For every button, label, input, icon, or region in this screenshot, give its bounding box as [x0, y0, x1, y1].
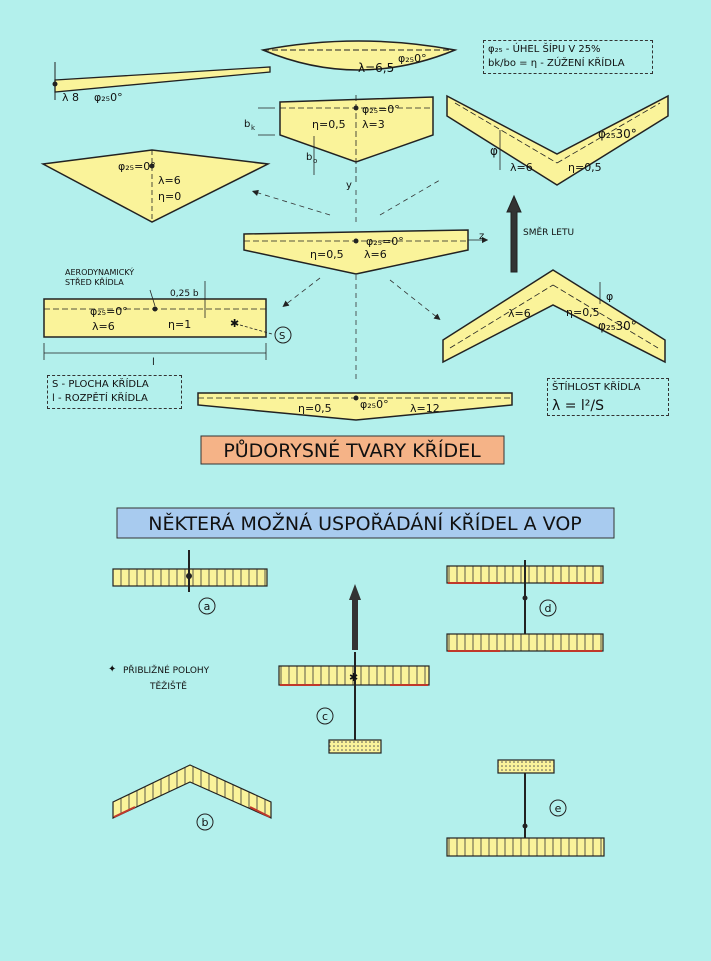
- label-b: b: [202, 816, 209, 829]
- w5-phi: φ₂₅=0°: [118, 160, 156, 173]
- wing-thin-tapered: λ 8 φ₂₅0°: [52, 62, 271, 104]
- w4-phi-angle: φ: [490, 144, 498, 158]
- w3-phi: φ₂₅=0°: [362, 103, 400, 116]
- cg-note-line2: TĚŽIŠTĚ: [149, 680, 187, 692]
- cg-note-line1: PŘIBLIŽNÉ POLOHY: [123, 664, 210, 676]
- title-planform-bg: [200, 435, 505, 465]
- wing-trapezoid: b k b o φ₂₅=0° η=0,5 λ=3 y: [244, 95, 434, 191]
- w5-eta: η=0: [158, 190, 181, 203]
- bo-symbol: b: [306, 152, 312, 163]
- wing-high-aspect: η=0,5 φ₂₅0° λ=12: [197, 392, 513, 421]
- flight-direction-label: SMĚR LETU: [523, 226, 574, 238]
- w6-phi: φ₂₅=0°: [366, 235, 404, 248]
- legend-aspect-title: ŠTÍHLOST KŘÍDLA: [552, 382, 641, 393]
- w1-lambda: λ=6,5: [358, 61, 394, 75]
- w5-lambda: λ=6: [158, 174, 181, 187]
- wing-swept-bottom: φ λ=6 η=0,5 φ₂₅30°: [442, 269, 666, 364]
- guide-lines: [251, 179, 441, 380]
- w8-phi-angle: φ: [606, 290, 613, 303]
- arrangement-c: ✱ c: [278, 584, 430, 754]
- legend-sweep-line: φ₂₅ - ÚHEL ŠÍPU V 25%: [488, 44, 601, 55]
- legend-taper-line: bk/bo = η - ZÚŽENÍ KŘÍDLA: [488, 58, 625, 69]
- cg-star-icon: ✱: [230, 317, 239, 330]
- w3-eta: η=0,5: [312, 118, 346, 131]
- cg-star-icon-c: ✱: [349, 671, 358, 684]
- legend-aspect-ratio: ŠTÍHLOST KŘÍDLA λ = l²/S: [547, 378, 669, 416]
- legend-sweep-taper: φ₂₅ - ÚHEL ŠÍPU V 25% bk/bo = η - ZÚŽENÍ…: [483, 40, 653, 74]
- svg-text:o: o: [313, 157, 317, 165]
- bk-symbol: b: [244, 119, 250, 130]
- legend-area-span: S - PLOCHA KŘÍDLA l - ROZPĚTÍ KŘÍDLA: [47, 375, 182, 409]
- label-d: d: [545, 602, 552, 615]
- s-area-marker: S: [279, 331, 285, 342]
- w3-lambda: λ=3: [362, 118, 385, 131]
- flight-direction-arrow: SMĚR LETU: [506, 194, 574, 273]
- w2-lambda: λ 8: [62, 91, 79, 104]
- w4-lambda: λ=6: [510, 161, 533, 174]
- cg-star-icon-legend: ✦: [108, 664, 116, 675]
- w7-lambda: λ=6: [92, 320, 115, 333]
- w8-eta: η=0,5: [566, 306, 600, 319]
- w2-phi: φ₂₅0°: [94, 91, 123, 104]
- w8-lambda: λ=6: [508, 307, 531, 320]
- wing-rectangular: AERODYNAMICKÝ STŘED KŘÍDLA 0,25 b φ₂₅=0°…: [43, 266, 292, 368]
- title-planform: PŮDORYSNÉ TVARY KŘÍDEL: [223, 438, 481, 462]
- label-a: a: [204, 600, 211, 613]
- arrangement-b: b: [112, 764, 272, 831]
- z-axis-label: z: [479, 231, 484, 242]
- aero-center-label-1: AERODYNAMICKÝ: [65, 266, 134, 277]
- w6-eta: η=0,5: [310, 248, 344, 261]
- w4-eta: η=0,5: [568, 161, 602, 174]
- title-arrangements: NĚKTERÁ MOŽNÁ USPOŘÁDÁNÍ KŘÍDEL A VOP: [148, 512, 582, 535]
- legend-aspect-formula: λ = l²/S: [552, 398, 605, 414]
- y-axis-label: y: [346, 180, 352, 191]
- arrangement-a: a: [112, 550, 268, 615]
- legend-area-line: S - PLOCHA KŘÍDLA: [52, 379, 149, 390]
- legend-span-line: l - ROZPĚTÍ KŘÍDLA: [52, 393, 148, 404]
- span-l-label: l: [152, 357, 155, 368]
- title-arrangements-bg: [116, 507, 615, 539]
- arrangement-d: d: [446, 560, 604, 652]
- w6-lambda: λ=6: [364, 248, 387, 261]
- w9-phi: φ₂₅0°: [360, 398, 389, 411]
- svg-text:k: k: [251, 124, 256, 132]
- label-e: e: [555, 802, 562, 815]
- label-c: c: [322, 710, 328, 723]
- wing-elliptic: λ=6,5 φ₂₅0°: [260, 40, 458, 75]
- w9-lambda: λ=12: [410, 402, 440, 415]
- wing-delta: φ₂₅=0° λ=6 η=0: [40, 149, 271, 223]
- w7-eta: η=1: [168, 318, 191, 331]
- arrangement-e: e: [446, 759, 605, 857]
- w8-phi: φ₂₅30°: [598, 319, 637, 333]
- aero-center-label-2: STŘED KŘÍDLA: [65, 276, 124, 287]
- wing-central: φ₂₅=0° η=0,5 λ=6 z: [243, 229, 489, 275]
- w9-eta: η=0,5: [298, 402, 332, 415]
- quarter-chord-label: 0,25 b: [170, 289, 199, 299]
- wing-swept-top: φ φ₂₅30° λ=6 η=0,5: [446, 94, 669, 186]
- w4-phi: φ₂₅30°: [598, 127, 637, 141]
- w7-phi: φ₂₅=0°: [90, 305, 128, 318]
- w1-phi: φ₂₅0°: [398, 52, 427, 65]
